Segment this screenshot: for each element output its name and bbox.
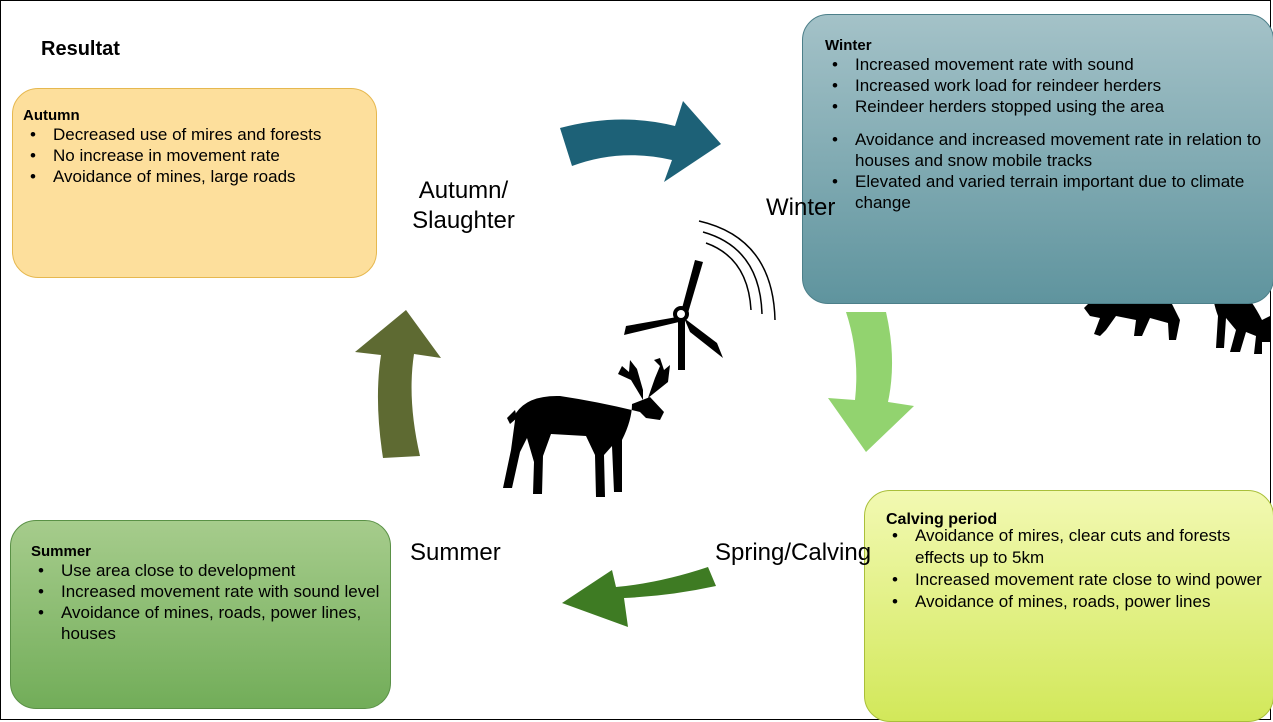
list-item: Increased movement rate with sound bbox=[825, 54, 1263, 75]
arrow-winter-to-spring bbox=[828, 312, 914, 452]
list-item: Avoidance and increased movement rate in… bbox=[825, 129, 1263, 171]
list-item: Increased work load for reindeer herders bbox=[825, 75, 1263, 96]
list-item: Avoidance of mines, roads, power lines, … bbox=[31, 602, 380, 644]
arrow-summer-to-autumn bbox=[355, 310, 441, 458]
cycle-label-autumn-line1: Autumn/ bbox=[418, 177, 509, 204]
list-item: Avoidance of mines, roads, power lines bbox=[885, 591, 1263, 613]
autumn-heading: Autumn bbox=[23, 107, 80, 124]
winter-heading: Winter bbox=[825, 37, 872, 54]
wolverine-icon bbox=[1084, 295, 1180, 340]
arrow-autumn-to-winter bbox=[560, 101, 721, 182]
cycle-label-autumn: Autumn/ Slaughter bbox=[401, 176, 526, 236]
list-item: No increase in movement rate bbox=[23, 145, 366, 166]
autumn-list: Decreased use of mires and forests No in… bbox=[23, 124, 366, 187]
list-item: Avoidance of mines, large roads bbox=[23, 166, 366, 187]
arrow-spring-to-summer bbox=[562, 567, 716, 627]
cycle-label-summer: Summer bbox=[410, 539, 501, 566]
cycle-label-winter: Winter bbox=[766, 194, 836, 221]
cycle-label-spring: Spring/Calving bbox=[715, 539, 872, 566]
wind-turbine-icon bbox=[624, 260, 723, 370]
summer-heading: Summer bbox=[31, 543, 92, 560]
calving-list: Avoidance of mires, clear cuts and fores… bbox=[885, 525, 1263, 613]
calving-heading: Calving period bbox=[886, 511, 998, 528]
summer-list: Use area close to development Increased … bbox=[31, 560, 380, 644]
list-item: Elevated and varied terrain important du… bbox=[825, 171, 1263, 213]
slide-title: Resultat bbox=[41, 38, 120, 60]
reindeer-icon bbox=[503, 358, 670, 497]
list-item: Use area close to development bbox=[31, 560, 380, 581]
list-item: Reindeer herders stopped using the area bbox=[825, 96, 1263, 117]
winter-list: Increased movement rate with sound Incre… bbox=[825, 54, 1263, 213]
winter-box: Winter Increased movement rate with soun… bbox=[802, 14, 1273, 304]
sound-waves-icon bbox=[698, 220, 776, 321]
calving-box: Avoidance of mires, clear cuts and fores… bbox=[864, 490, 1273, 722]
summer-box: Summer Use area close to development Inc… bbox=[10, 520, 391, 709]
list-item: Increased movement rate close to wind po… bbox=[885, 569, 1263, 591]
cycle-label-autumn-line2: Slaughter bbox=[412, 207, 515, 234]
list-item: Decreased use of mires and forests bbox=[23, 124, 366, 145]
list-item: Increased movement rate with sound level bbox=[31, 581, 380, 602]
autumn-box: Autumn Decreased use of mires and forest… bbox=[12, 88, 377, 278]
list-item: Avoidance of mires, clear cuts and fores… bbox=[885, 525, 1263, 569]
